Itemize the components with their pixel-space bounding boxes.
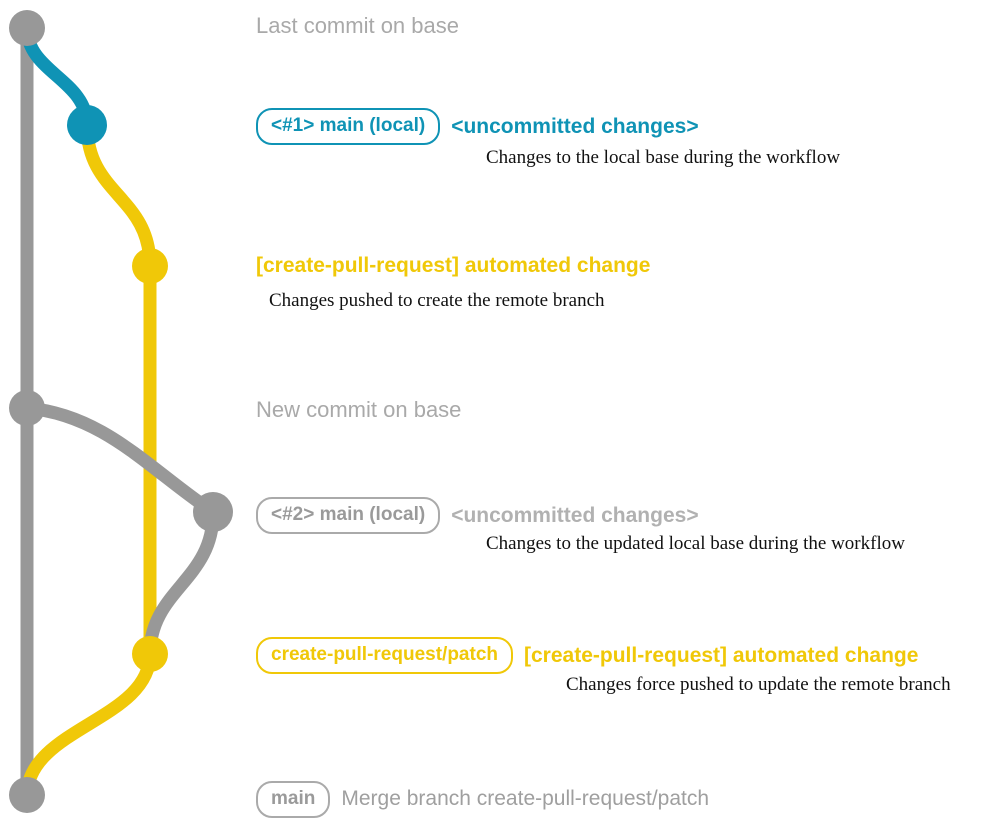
commit-node-new-commit-on-base[interactable] <box>9 390 45 426</box>
commit-node-merge[interactable] <box>9 777 45 813</box>
edge-local2-to-patch2 <box>143 505 220 661</box>
commit-node-last-commit-on-base[interactable] <box>9 10 45 46</box>
commit-row-automated-change-2: create-pull-request/patch [create-pull-r… <box>256 637 918 674</box>
branch-pill-main[interactable]: main <box>256 781 331 818</box>
commit-note-automated-change-1: Changes pushed to create the remote bran… <box>269 290 605 311</box>
edge-patch2-to-merge <box>20 647 157 802</box>
commit-subject-automated-change-1: [create-pull-request] automated change <box>256 254 651 277</box>
commit-node-local-main-1[interactable] <box>67 105 107 145</box>
edge-base2-to-local2 <box>20 401 220 519</box>
edge-local1-to-patch1 <box>80 118 157 273</box>
branch-pill-local-main-1[interactable]: <#1> main (local) <box>256 108 441 145</box>
commit-subject-local-main-1: <uncommitted changes> <box>451 114 699 138</box>
commit-note-local-main-1: Changes to the local base during the wor… <box>486 147 841 168</box>
commit-subject-merge: Merge branch create-pull-request/patch <box>341 787 710 811</box>
commit-node-automated-change-2[interactable] <box>132 636 168 672</box>
commit-note-local-main-2: Changes to the updated local base during… <box>486 533 905 554</box>
branch-pill-local-main-2[interactable]: <#2> main (local) <box>256 497 441 534</box>
branch-pill-create-pull-request-patch[interactable]: create-pull-request/patch <box>256 637 513 674</box>
commit-subject-automated-change-2: [create-pull-request] automated change <box>524 643 919 667</box>
commit-node-automated-change-1[interactable] <box>132 248 168 284</box>
headline-new-commit-on-base: New commit on base <box>256 397 462 422</box>
commit-row-merge: main Merge branch create-pull-request/pa… <box>256 781 709 818</box>
headline-last-commit-on-base: Last commit on base <box>256 13 459 38</box>
commit-node-local-main-2[interactable] <box>193 492 233 532</box>
commit-note-automated-change-2: Changes force pushed to update the remot… <box>566 674 951 695</box>
commit-row-local-main-2: <#2> main (local) <uncommitted changes> <box>256 497 699 534</box>
commit-subject-local-main-2: <uncommitted changes> <box>451 503 699 527</box>
commit-row-local-main-1: <#1> main (local) <uncommitted changes> <box>256 108 699 145</box>
